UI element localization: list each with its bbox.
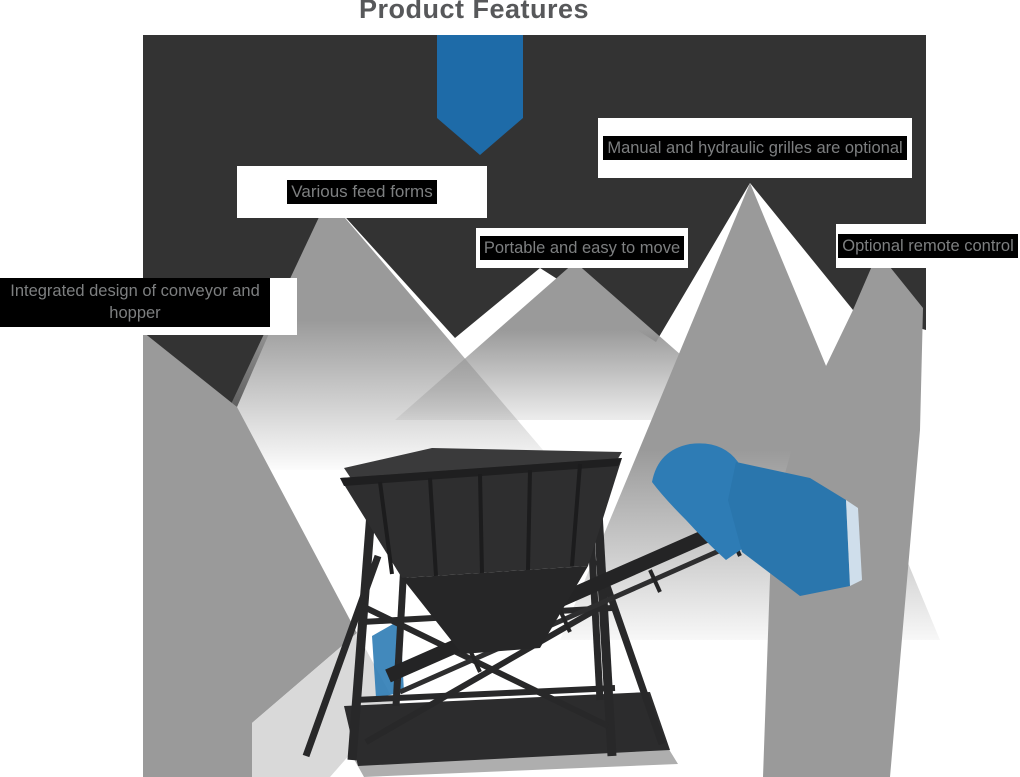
hopper-ribs xyxy=(378,463,582,577)
feature-label-optional-remote-control: Optional remote control xyxy=(836,224,1020,268)
machine-illustration xyxy=(302,443,862,777)
feature-text: Various feed forms xyxy=(287,179,437,205)
head-panel xyxy=(728,462,850,596)
hopper-front-rim xyxy=(340,458,622,486)
page-title: Product Features xyxy=(358,0,590,24)
machine-hopper xyxy=(340,448,622,654)
machine-frame xyxy=(302,477,666,761)
feature-label-various-feed-forms: Various feed forms xyxy=(237,166,487,218)
feature-label-portable: Portable and easy to move xyxy=(476,228,688,268)
ribbon-bookmark xyxy=(437,35,523,155)
feature-label-manual-hydraulic-grilles: Manual and hydraulic grilles are optiona… xyxy=(598,118,912,178)
head-panel-light-edge xyxy=(846,500,862,586)
feature-text: Manual and hydraulic grilles are optiona… xyxy=(603,135,907,161)
mountain-left xyxy=(143,332,357,777)
feature-text: Integrated design of conveyor and hopper xyxy=(10,281,260,322)
hopper-back-rim xyxy=(344,448,622,480)
machine-blue-head xyxy=(652,443,862,596)
hopper-funnel xyxy=(402,566,588,654)
feature-text: Optional remote control xyxy=(838,233,1018,259)
feature-label-integrated-design: Integrated design of conveyor and hopper xyxy=(0,278,270,327)
feature-text: Portable and easy to move xyxy=(479,235,685,261)
mountain-b xyxy=(395,262,755,420)
